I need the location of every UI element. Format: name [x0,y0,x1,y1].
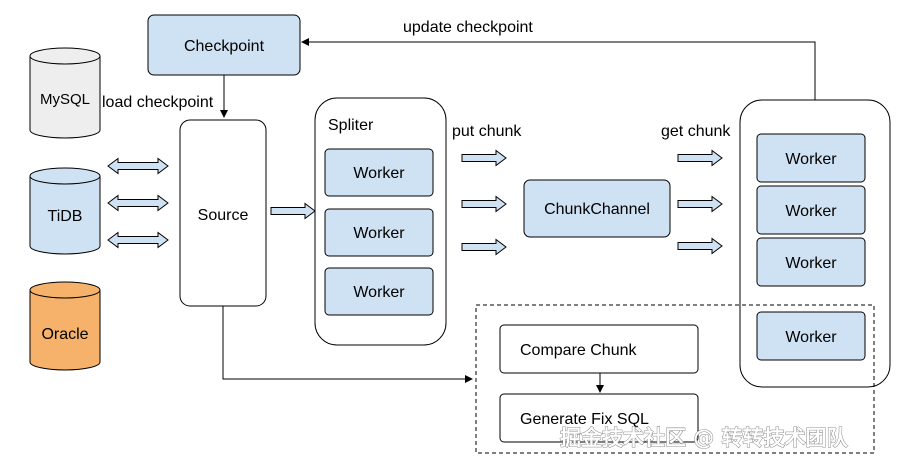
compare-region [475,304,875,454]
update-checkpoint-label: update checkpoint [403,19,533,36]
compare-chunk-box: Compare Chunk [499,324,699,374]
generate-fix-sql-box: Generate Fix SQL [499,393,699,443]
put-chunk-arrow-1 [461,150,507,166]
svg-text:Worker: Worker [353,165,405,182]
db-source-arrow-1 [107,158,169,174]
spliter-worker-1: Worker [324,148,434,197]
oracle-label: Oracle [41,326,88,343]
checker-worker-4: Worker [756,311,866,361]
checker-worker-1: Worker [756,133,866,183]
db-source-arrow-3 [107,232,169,248]
source-label: Source [198,207,249,224]
svg-text:Worker: Worker [785,329,837,346]
svg-text:Worker: Worker [785,151,837,168]
put-chunk-label: put chunk [452,123,522,140]
get-chunk-arrow-1 [677,150,723,166]
get-chunk-arrow-3 [677,238,723,254]
source-box: Source [179,119,267,307]
checker-worker-2: Worker [756,185,866,235]
source-to-checker-arrow [222,306,473,383]
spliter-worker-2: Worker [324,208,434,257]
source-to-spliter-arrow [270,203,316,219]
get-chunk-label: get chunk [661,123,731,140]
spliter-label: Spliter [328,117,374,134]
db-source-arrow-2 [107,195,169,211]
svg-text:Worker: Worker [785,255,837,272]
get-chunk-arrow-2 [677,196,723,212]
svg-text:Worker: Worker [785,203,837,220]
checkpoint-box: Checkpoint [147,14,301,76]
chunk-channel-box: ChunkChannel [523,179,671,238]
spliter-worker-3: Worker [324,267,434,316]
load-checkpoint-label: load checkpoint [102,94,214,111]
mysql-database: MySQL [29,47,101,139]
update-checkpoint-arrow [301,38,816,100]
chunk-channel-label: ChunkChannel [544,201,650,218]
mysql-label: MySQL [40,91,90,108]
compare-chunk-label: Compare Chunk [520,342,638,359]
tidb-label: TiDB [48,208,83,225]
put-chunk-arrow-2 [461,196,507,212]
generate-fix-sql-label: Generate Fix SQL [520,411,649,428]
oracle-database: Oracle [29,281,101,371]
svg-text:Worker: Worker [353,284,405,301]
svg-text:Worker: Worker [353,225,405,242]
watermark: 掘金技术社区 @ 转转技术团队 [560,426,849,450]
checker-worker-3: Worker [756,237,866,287]
checkpoint-label: Checkpoint [184,38,265,55]
put-chunk-arrow-3 [461,239,507,255]
tidb-database: TiDB [29,167,101,255]
